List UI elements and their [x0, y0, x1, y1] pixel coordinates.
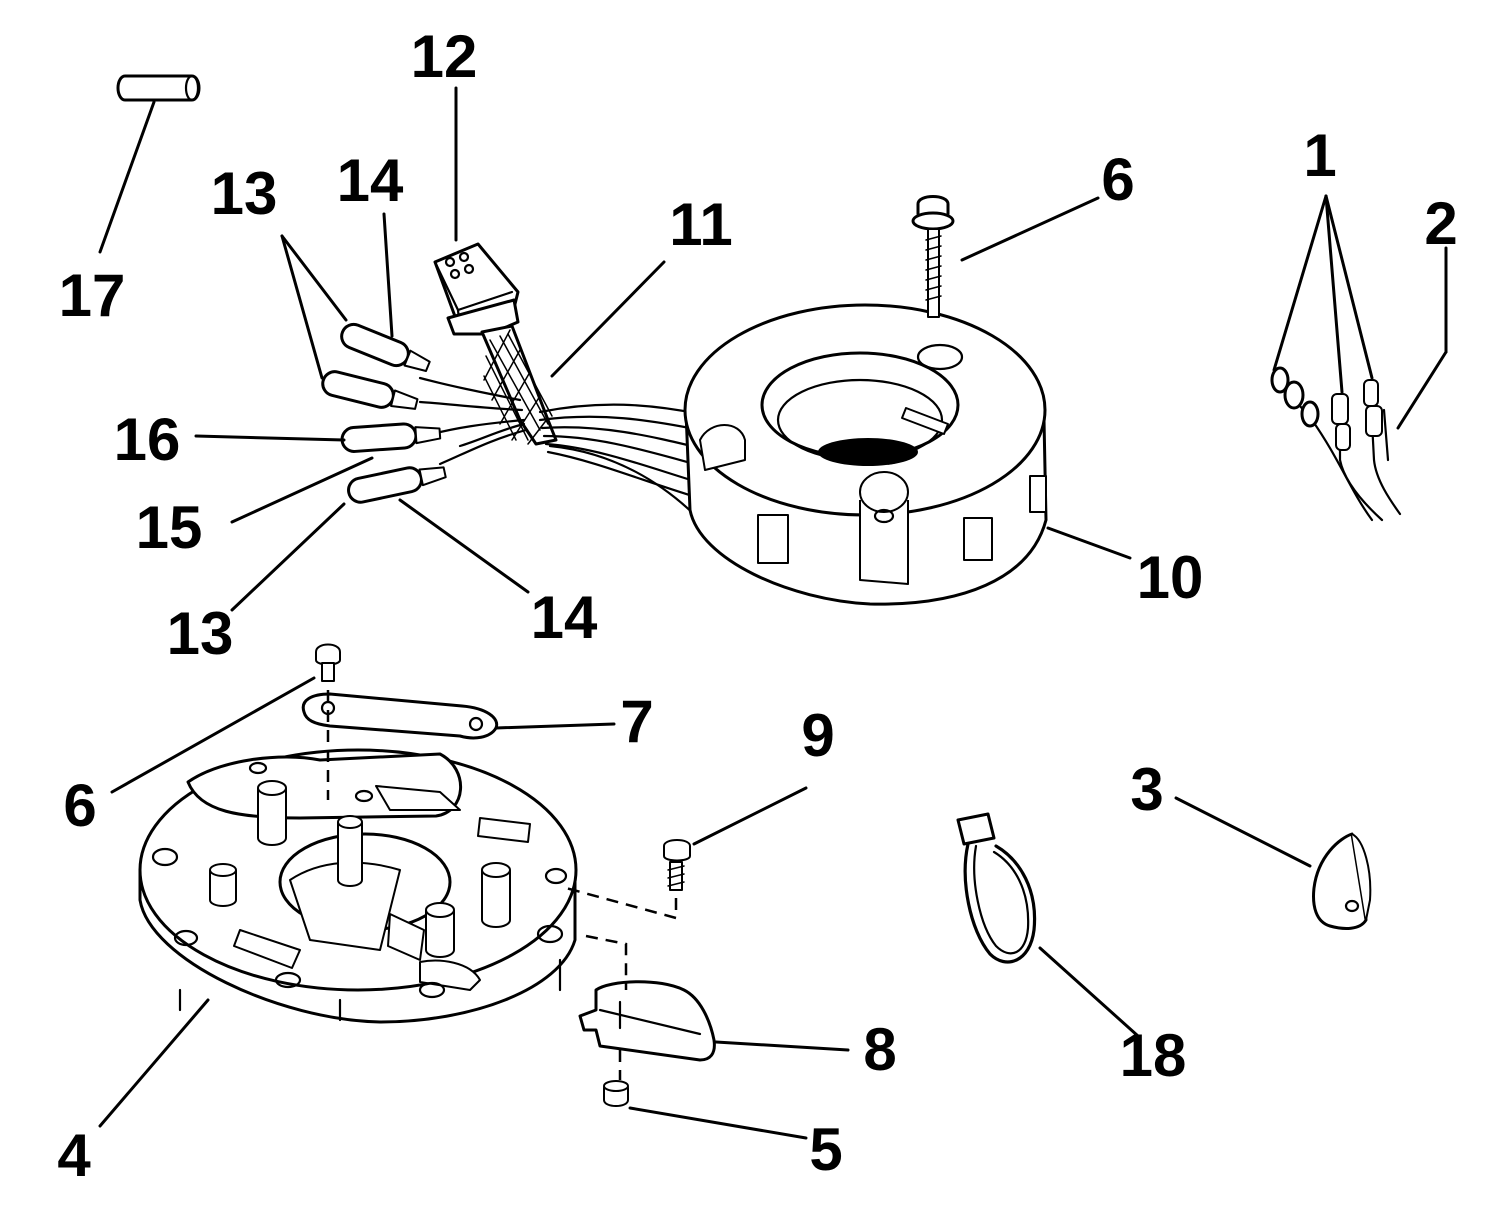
callout-3: 3: [1130, 756, 1164, 823]
part-screw-9: [565, 839, 691, 920]
callout-1: 1: [1303, 122, 1337, 189]
part-pin: [116, 74, 201, 102]
leader-lines: [98, 86, 1448, 1140]
part-small-screw: [315, 643, 341, 800]
callout-6a: 6: [1101, 146, 1135, 213]
part-cover: [578, 934, 716, 1062]
callout-12: 12: [410, 23, 478, 90]
callout-2: 2: [1424, 190, 1458, 257]
part-screw-5: [603, 1050, 629, 1107]
part-stator: [683, 303, 1048, 606]
callout-10: 10: [1136, 544, 1204, 611]
part-screw: [911, 195, 955, 318]
callout-6b: 6: [63, 772, 97, 839]
callout-13a: 13: [210, 160, 278, 227]
callout-14a: 14: [336, 147, 404, 214]
callout-7: 7: [620, 688, 654, 755]
part-cam: [1312, 832, 1372, 930]
callout-5: 5: [809, 1116, 843, 1183]
part-connector: [433, 242, 520, 336]
part-wire-connectors: [1270, 366, 1402, 522]
callout-8: 8: [863, 1016, 897, 1083]
callout-13b: 13: [166, 600, 234, 667]
part-harness: [418, 324, 708, 522]
callout-16: 16: [113, 406, 181, 473]
callout-15: 15: [135, 494, 203, 561]
part-clamp-strap: [956, 812, 1037, 964]
callout-14b: 14: [530, 584, 598, 651]
callout-4: 4: [57, 1122, 91, 1189]
callout-11: 11: [669, 191, 733, 258]
callout-17: 17: [58, 262, 126, 329]
callout-9: 9: [801, 702, 835, 769]
part-terminals: [321, 322, 447, 504]
part-base-plate: [138, 748, 578, 1024]
part-bracket-strap: [301, 692, 499, 740]
callout-18: 18: [1119, 1022, 1187, 1089]
